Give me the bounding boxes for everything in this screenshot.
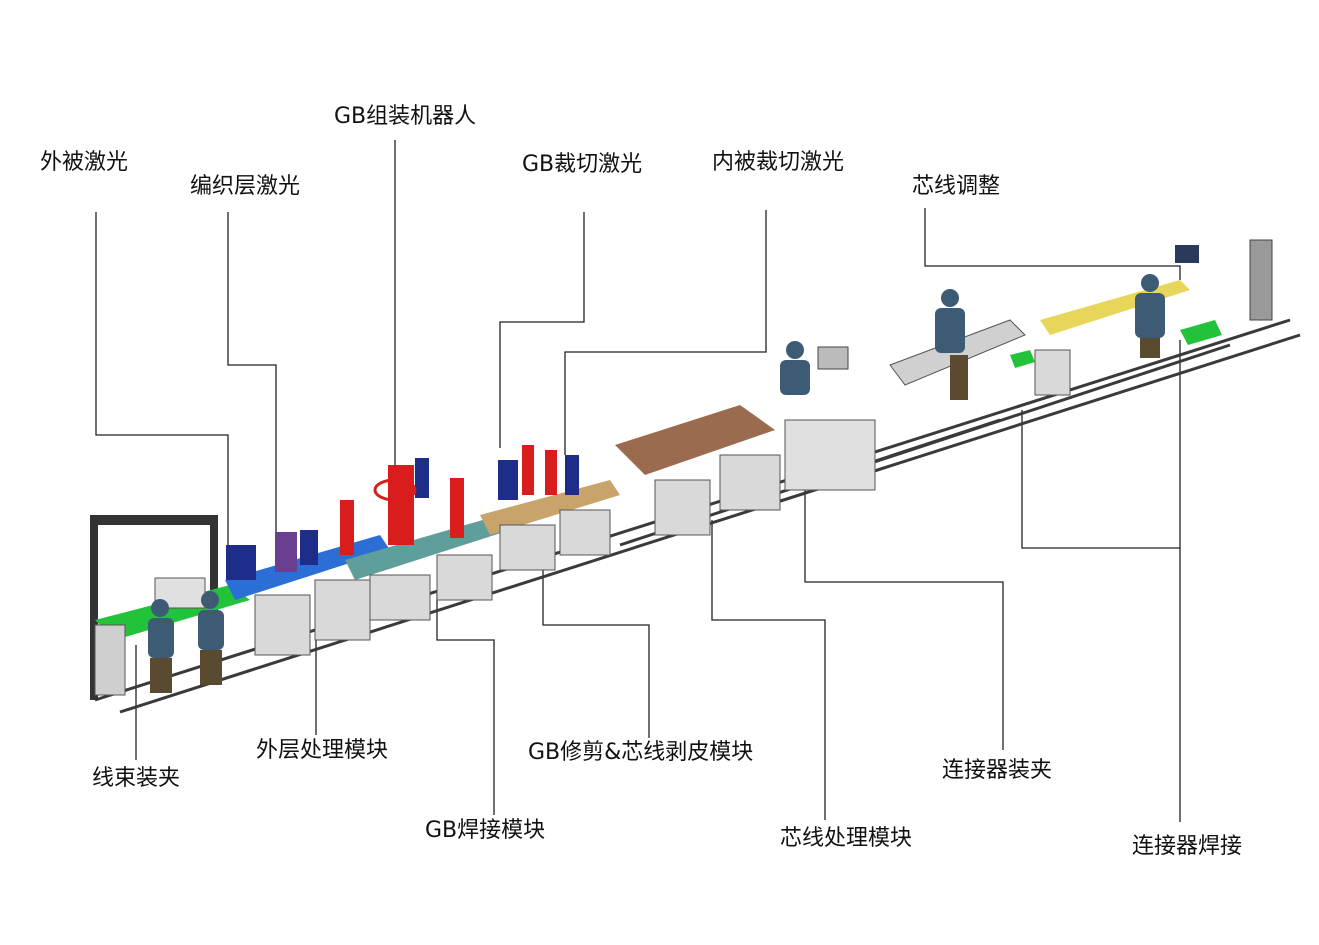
label-gb-welding-module: GB焊接模块	[425, 818, 546, 843]
label-outer-jacket-laser: 外被激光	[40, 150, 129, 175]
leader-gb-welding-module	[436, 590, 495, 815]
gb-welding-module	[340, 458, 510, 621]
label-outer-layer-module: 外层处理模块	[256, 738, 389, 763]
leader-outer-jacket-laser	[95, 212, 229, 545]
operator-4	[935, 289, 968, 400]
outer-layer-module	[225, 530, 390, 656]
leader-connector-welding	[1021, 410, 1181, 822]
core-wire-module	[615, 346, 876, 536]
leader-connector-clamping	[804, 490, 1004, 750]
label-core-wire-module: 芯线处理模块	[780, 826, 913, 851]
label-gb-assembly-robot: GB组装机器人	[334, 104, 477, 129]
label-inner-jacket-cut-laser: 内被裁切激光	[712, 150, 845, 175]
operator-3	[780, 341, 810, 395]
operators	[148, 274, 1165, 693]
leader-lines	[95, 140, 1181, 822]
label-connector-welding: 连接器焊接	[1132, 834, 1243, 859]
label-gb-trim-core-strip-module: GB修剪&芯线剥皮模块	[528, 740, 754, 765]
leader-core-wire-adjust	[924, 208, 1181, 280]
label-braid-layer-laser: 编织层激光	[190, 174, 301, 199]
label-connector-clamping: 连接器装夹	[942, 758, 1053, 783]
leader-gb-cut-laser	[499, 212, 585, 448]
operator-1	[148, 599, 174, 693]
leader-core-wire-module	[711, 520, 826, 820]
label-gb-cut-laser: GB裁切激光	[522, 152, 643, 177]
operator-2	[198, 591, 224, 685]
leader-gb-trim-module	[542, 565, 650, 738]
label-core-wire-adjust: 芯线调整	[912, 174, 1001, 199]
label-harness-clamping: 线束装夹	[92, 766, 181, 791]
operator-5	[1135, 274, 1165, 358]
leader-braid-layer-laser	[227, 212, 277, 532]
leader-inner-jacket-cut-laser	[564, 210, 767, 455]
gb-trim-core-strip-module	[480, 445, 620, 571]
